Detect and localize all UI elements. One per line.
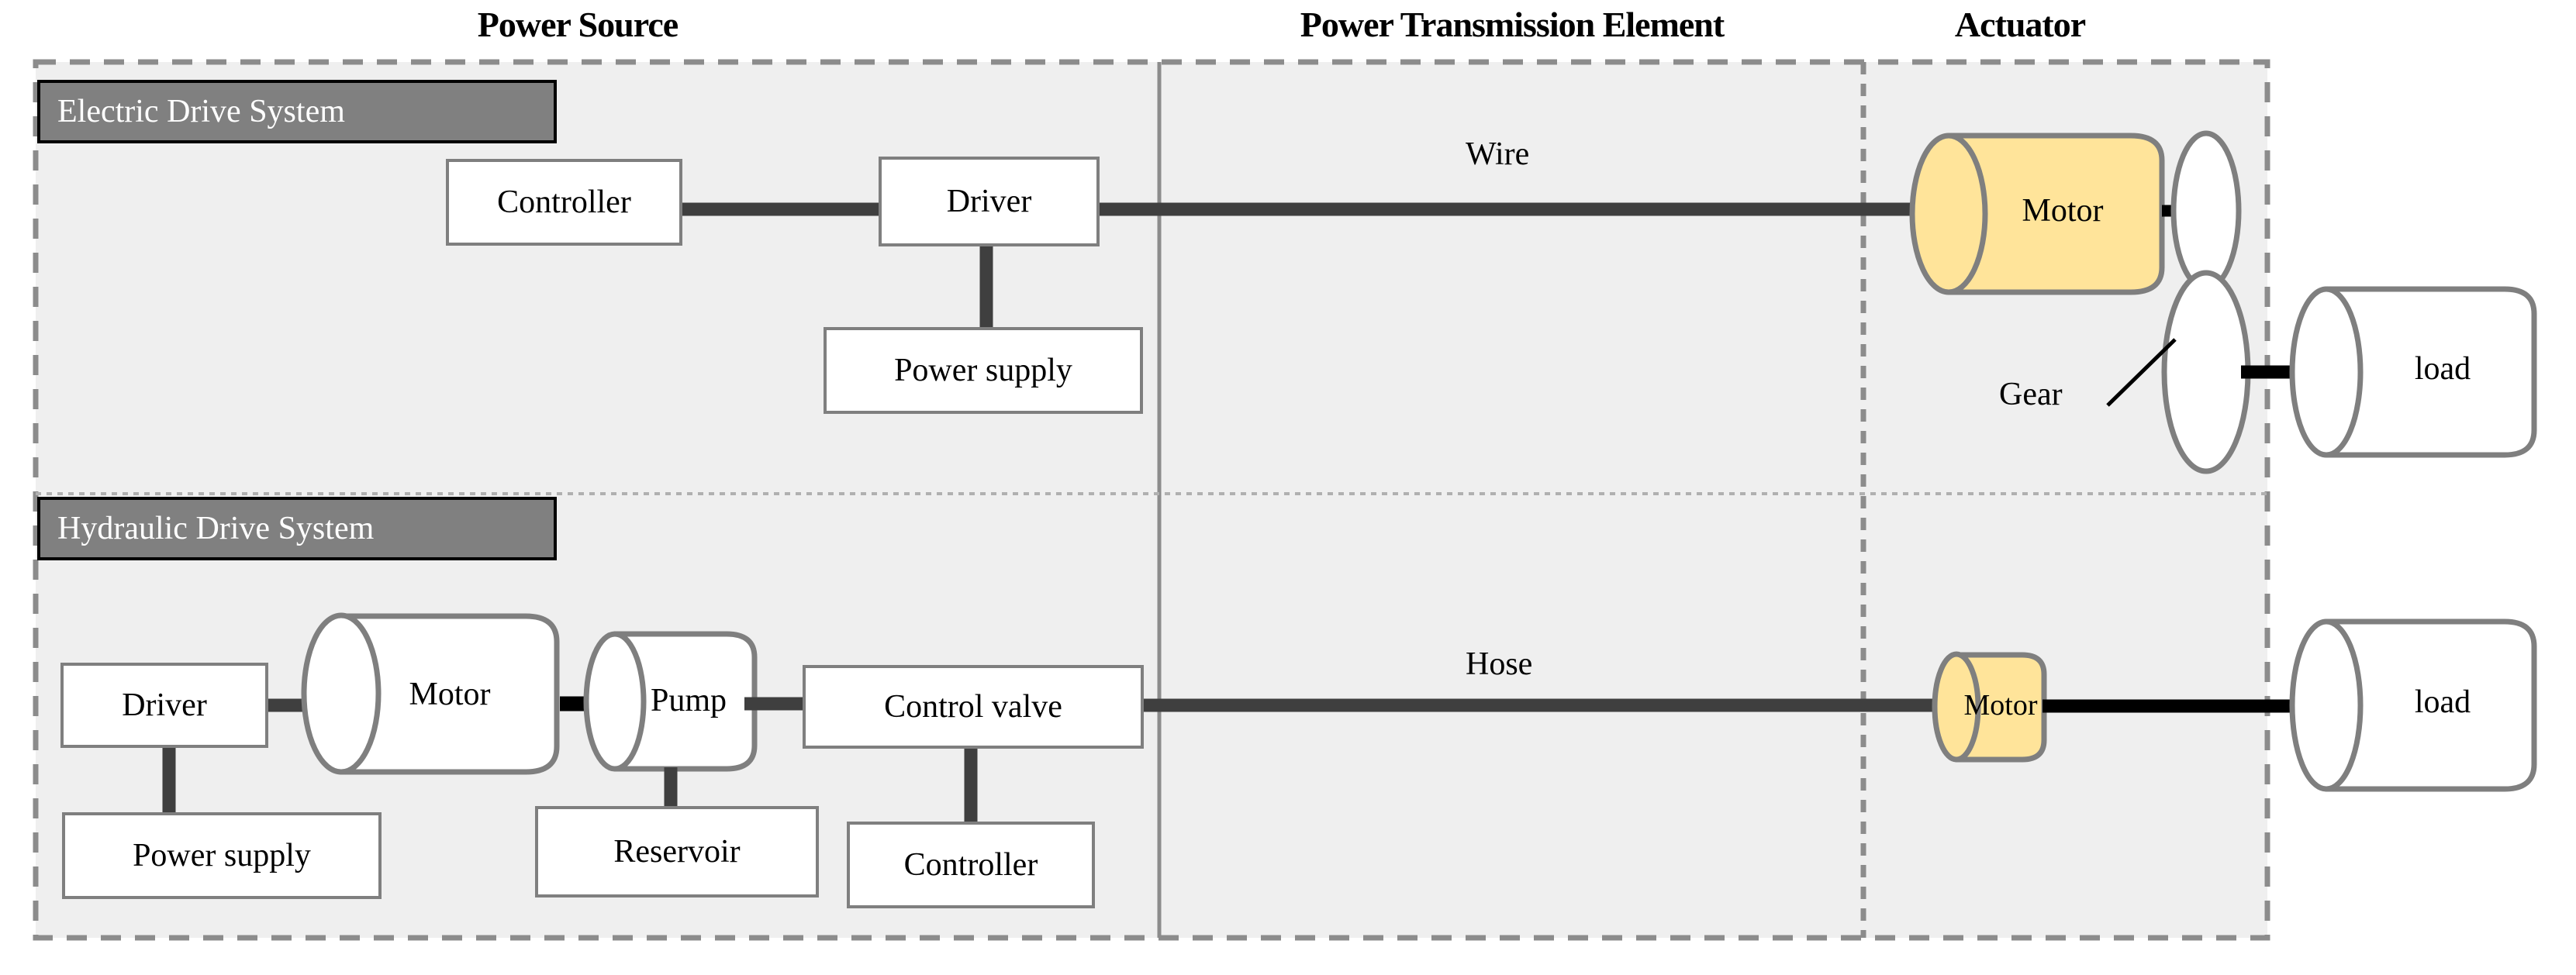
electric-driver-box[interactable]: Driver — [879, 157, 1100, 246]
pump-label: Pump — [650, 683, 727, 718]
pump-face — [583, 631, 647, 772]
electric-load-label: load — [2414, 351, 2471, 387]
electric-power-supply-box[interactable]: Power supply — [824, 327, 1143, 414]
gear-small — [2170, 130, 2242, 291]
electric-motor-label: Motor — [2022, 193, 2104, 229]
reservoir-box[interactable]: Reservoir — [535, 806, 819, 897]
column-header-actuator: Actuator — [1954, 5, 2086, 44]
gear-leader-line — [2106, 338, 2177, 407]
electric-load-body — [2323, 286, 2537, 458]
hydraulic-power-supply-box[interactable]: Power supply — [62, 812, 382, 899]
hydraulic-driver-box[interactable]: Driver — [60, 663, 268, 748]
hydraulic-transmission-label: Hose — [1466, 646, 1533, 682]
hydraulic-load-body — [2323, 618, 2537, 792]
electric-load-face — [2289, 286, 2364, 458]
electric-controller-box[interactable]: Controller — [446, 159, 682, 246]
hydraulic-controller-box[interactable]: Controller — [847, 822, 1095, 908]
column-header-power-transmission: Power Transmission Element — [1300, 5, 1725, 44]
hydraulic-motor-body — [338, 613, 560, 775]
electric-motor-face — [1909, 133, 1988, 295]
hydraulic-load-face — [2289, 618, 2364, 792]
system-label-electric: Electric Drive System — [37, 80, 557, 143]
hydraulic-motor-label: Motor — [409, 677, 491, 712]
electric-motor-body — [1946, 133, 2165, 295]
hydraulic-actuator-motor-label: Motor — [1963, 689, 2038, 722]
pump-body — [612, 631, 758, 772]
outer-dashed-border — [33, 59, 2270, 941]
hydraulic-actuator-motor-face — [1932, 651, 1981, 763]
gear-large — [2161, 270, 2251, 474]
hydraulic-motor-face — [301, 612, 382, 775]
column-header-power-source: Power Source — [477, 5, 679, 44]
control-valve-box[interactable]: Control valve — [803, 665, 1144, 749]
system-label-hydraulic: Hydraulic Drive System — [37, 497, 557, 560]
electric-transmission-label: Wire — [1466, 136, 1530, 172]
hydraulic-actuator-motor-body — [1953, 652, 2047, 763]
hydraulic-load-label: load — [2414, 684, 2471, 720]
gear-label: Gear — [1999, 377, 2063, 412]
